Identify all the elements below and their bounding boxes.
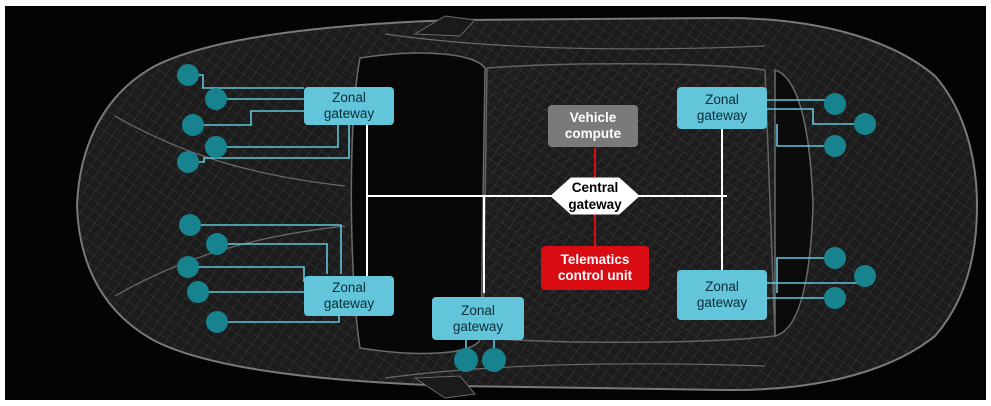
car-side-contour (384, 33, 766, 50)
edge-node (177, 64, 199, 86)
zonal-gateway-label-line2: gateway (323, 106, 375, 121)
telematics-label-line2: control unit (557, 268, 633, 283)
cyan-link (216, 125, 339, 148)
central-gateway-label: Central gateway (556, 178, 634, 214)
zonal-gateway-label-line1: Zonal (461, 302, 495, 318)
cyan-link (193, 110, 304, 126)
edge-node (205, 136, 227, 158)
central-gateway-shape (550, 177, 640, 215)
cyan-link (776, 257, 835, 293)
edge-node (182, 114, 204, 136)
zonal-gateway-label-line2: gateway (696, 295, 748, 310)
edge-nodes (177, 64, 876, 372)
edge-node (482, 348, 506, 372)
zonal-gateway-label-line2: gateway (323, 296, 375, 311)
edge-node (854, 113, 876, 135)
cyan-link (776, 124, 835, 147)
cyan-link (767, 108, 865, 125)
edge-node (177, 256, 199, 278)
central-gateway-label-line1: Central (571, 180, 619, 195)
vehicle-compute-label-line1: Vehicle (569, 110, 617, 125)
central-gateway-label-line2: gateway (568, 197, 622, 212)
edge-node (206, 233, 228, 255)
zonal-gateway-label-line1: Zonal (332, 90, 366, 105)
car-wireframe (75, 15, 979, 399)
car-rear-glass (774, 68, 814, 337)
zonal-gateway-label-line2: gateway (452, 318, 504, 334)
backbone-network (366, 108, 727, 293)
car-mirror (413, 375, 476, 399)
edge-node (206, 311, 228, 333)
cyan-link (217, 243, 328, 274)
edge-node (854, 265, 876, 287)
zonal-gateway-label-line2: gateway (696, 108, 748, 123)
cyan-link (190, 224, 342, 274)
car-side-contour (384, 363, 766, 379)
edge-node (824, 93, 846, 115)
vehicle-architecture-diagram (75, 15, 979, 399)
edge-node (824, 247, 846, 269)
edge-node (177, 151, 199, 173)
telematics-label-line1: Telematics (560, 252, 630, 267)
edge-node (187, 281, 209, 303)
zonal-gateway-label-line1: Zonal (705, 92, 739, 107)
car-mirror (413, 15, 477, 37)
zonal-gateway-label-line1: Zonal (705, 279, 739, 294)
edge-node (205, 88, 227, 110)
edge-node (824, 287, 846, 309)
edge-node (824, 135, 846, 157)
edge-node (454, 348, 478, 372)
edge-node (179, 214, 201, 236)
car-hood-contour (114, 115, 346, 187)
zonal-gateway-label-line1: Zonal (332, 280, 366, 295)
vehicle-compute-label-line2: compute (564, 126, 622, 141)
